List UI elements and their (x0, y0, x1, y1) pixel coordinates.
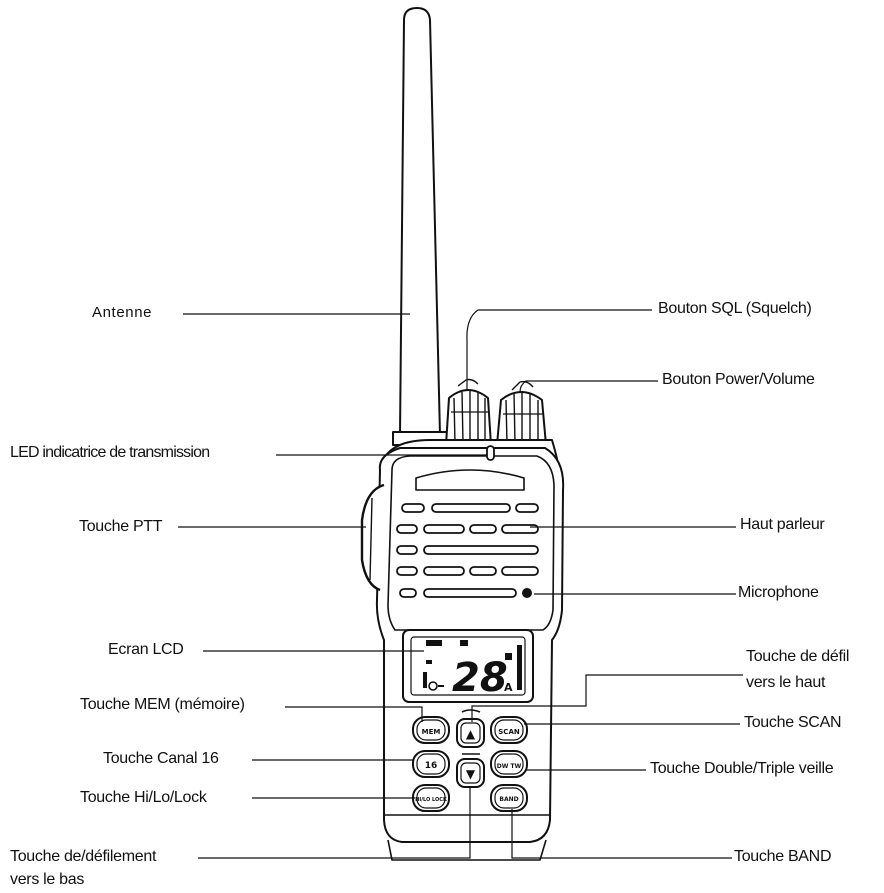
label-speaker: Haut parleur (740, 516, 825, 533)
leader-band (511, 809, 732, 859)
leader-sql (466, 309, 652, 390)
down-arrow-icon: ▼ (466, 767, 476, 781)
label-sql: Bouton SQL (Squelch) (658, 300, 812, 317)
channel16-key-label: 16 (425, 761, 438, 771)
band-key (490, 784, 528, 812)
label-scroll-up-line2: vers le haut (746, 674, 826, 691)
up-arrow-icon: ▲ (466, 727, 476, 741)
leader-mem (285, 706, 423, 722)
power-volume-knob (496, 380, 547, 446)
label-dual: Touche Double/Triple veille (650, 760, 834, 777)
scroll-up-key (456, 718, 485, 748)
speaker-grille (396, 503, 539, 598)
label-canal16: Touche Canal 16 (103, 750, 219, 767)
transmit-led (486, 445, 495, 461)
channel16-key (412, 750, 450, 778)
label-scroll-down-line2: vers le bas (10, 871, 85, 888)
mem-key-label: MEM (422, 728, 441, 736)
label-band: Touche BAND (734, 848, 832, 865)
leader-scroll-down (198, 786, 471, 859)
hilo-key-label: HI/LO LOCK (415, 797, 448, 803)
lcd-channel: 28 (452, 655, 508, 701)
leader-power (519, 380, 658, 393)
scan-key-label: SCAN (498, 728, 520, 736)
dual-watch-key (490, 750, 528, 778)
dual-key-label: DW TW (497, 763, 522, 770)
label-antenne: Antenne (92, 304, 153, 321)
label-scan: Touche SCAN (744, 714, 842, 731)
label-led: LED indicatrice de transmission (10, 444, 210, 461)
label-power: Bouton Power/Volume (662, 371, 815, 388)
label-scroll-down-line1: Touche de/défilement (10, 848, 157, 865)
label-mem: Touche MEM (mémoire) (80, 696, 245, 713)
label-micro: Microphone (738, 584, 819, 601)
microphone-hole (522, 588, 532, 598)
lcd-screen (402, 629, 534, 703)
label-scroll-up-line1: Touche de défil (746, 648, 850, 665)
antenna-shape (399, 7, 441, 436)
label-lcd: Ecran LCD (108, 641, 184, 658)
label-ptt: Touche PTT (79, 518, 163, 535)
squelch-knob (445, 378, 492, 446)
leader-scroll-up (471, 674, 743, 722)
mem-key (412, 716, 450, 744)
ptt-side-button (360, 483, 385, 592)
band-key-label: BAND (499, 796, 518, 803)
label-hilo: Touche Hi/Lo/Lock (80, 789, 207, 806)
scan-key (490, 716, 528, 744)
lcd-suffix: A (504, 681, 513, 694)
